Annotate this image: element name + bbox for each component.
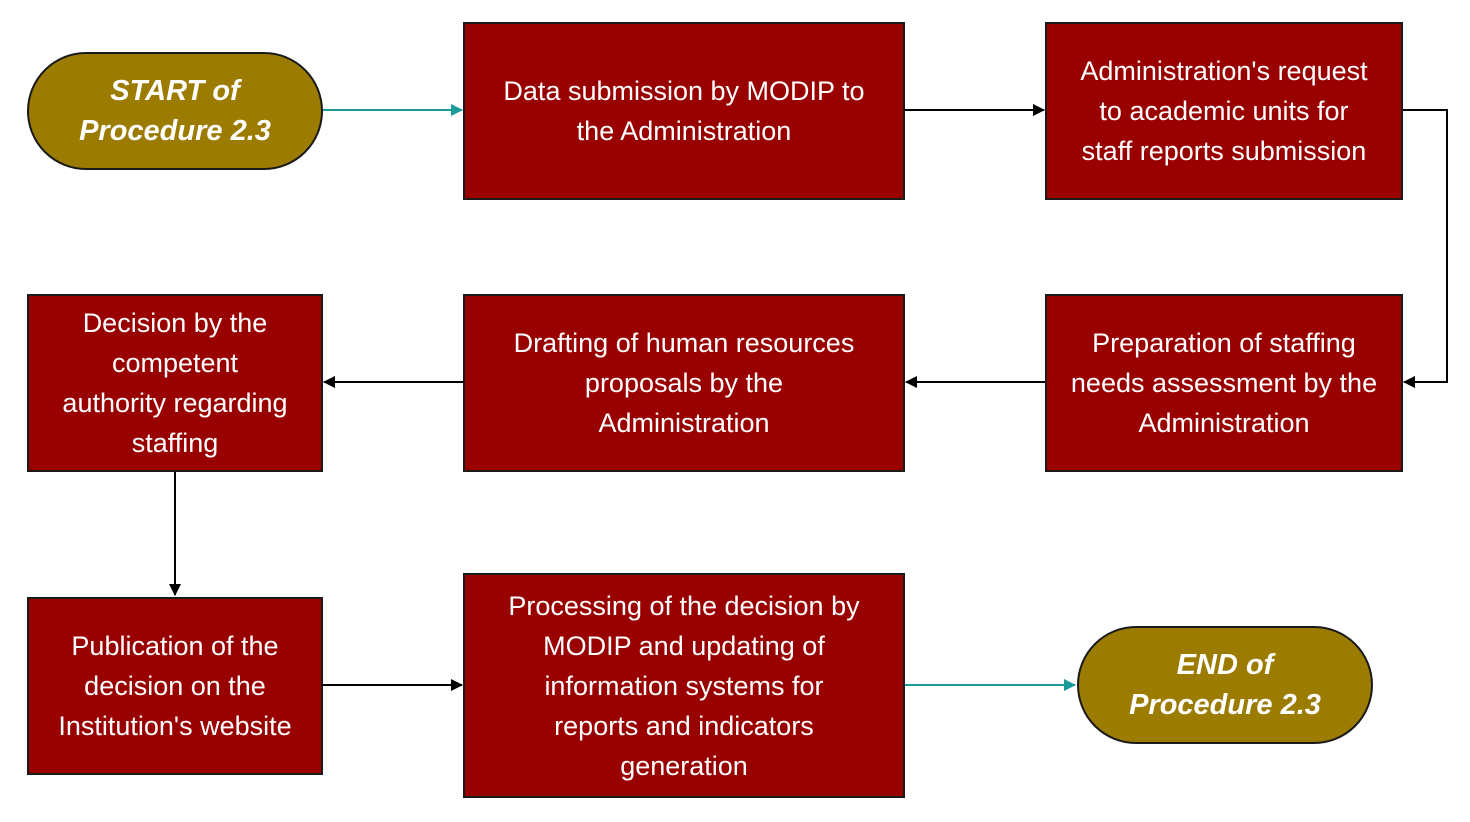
arrow-step2-to-step3	[1402, 109, 1448, 388]
step-data-submission-label: Data submission by MODIP to the Administ…	[503, 76, 865, 146]
step-data-submission: Data submission by MODIP to the Administ…	[463, 22, 905, 200]
step-decision-publication: Publication of the decision on the Insti…	[27, 597, 323, 775]
start-terminal: START of Procedure 2.3	[27, 52, 323, 170]
step-administration-request-label: Administration's request to academic uni…	[1080, 56, 1368, 166]
step-staffing-needs-assessment: Preparation of staffing needs assessment…	[1045, 294, 1403, 472]
step-staffing-needs-assessment-label: Preparation of staffing needs assessment…	[1070, 328, 1378, 438]
start-terminal-label: START of Procedure 2.3	[79, 75, 271, 147]
step-administration-request: Administration's request to academic uni…	[1045, 22, 1403, 200]
step-hr-proposals: Drafting of human resources proposals by…	[463, 294, 905, 472]
step-decision-processing: Processing of the decision by MODIP and …	[463, 573, 905, 798]
step-decision-processing-label: Processing of the decision by MODIP and …	[508, 590, 860, 781]
step-staffing-decision-label: Decision by the competent authority rega…	[62, 308, 288, 458]
step-decision-publication-label: Publication of the decision on the Insti…	[58, 631, 292, 741]
step-staffing-decision: Decision by the competent authority rega…	[27, 294, 323, 472]
end-terminal-label: END of Procedure 2.3	[1129, 649, 1321, 721]
step-hr-proposals-label: Drafting of human resources proposals by…	[513, 328, 855, 438]
end-terminal: END of Procedure 2.3	[1077, 626, 1373, 744]
